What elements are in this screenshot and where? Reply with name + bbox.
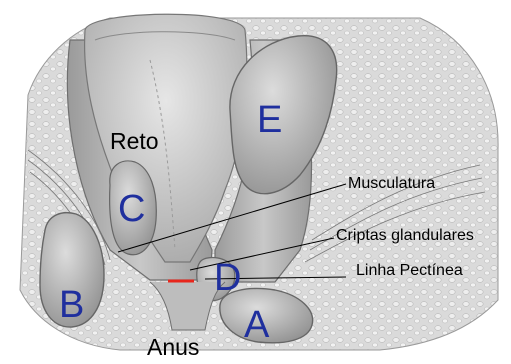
musculature-label: Musculatura — [348, 176, 435, 192]
anus-label: Anus — [147, 336, 199, 359]
anal-crypts-label: Criptas glandulares — [336, 228, 474, 244]
letter-c-label: C — [118, 190, 145, 228]
letter-b-label: B — [59, 286, 84, 324]
rectum-label: Reto — [110, 130, 159, 153]
letter-d-label: D — [214, 259, 241, 297]
letter-a-label: A — [244, 306, 269, 344]
pectinate-line-label: Linha Pectínea — [356, 263, 463, 279]
letter-e-label: E — [257, 101, 282, 139]
